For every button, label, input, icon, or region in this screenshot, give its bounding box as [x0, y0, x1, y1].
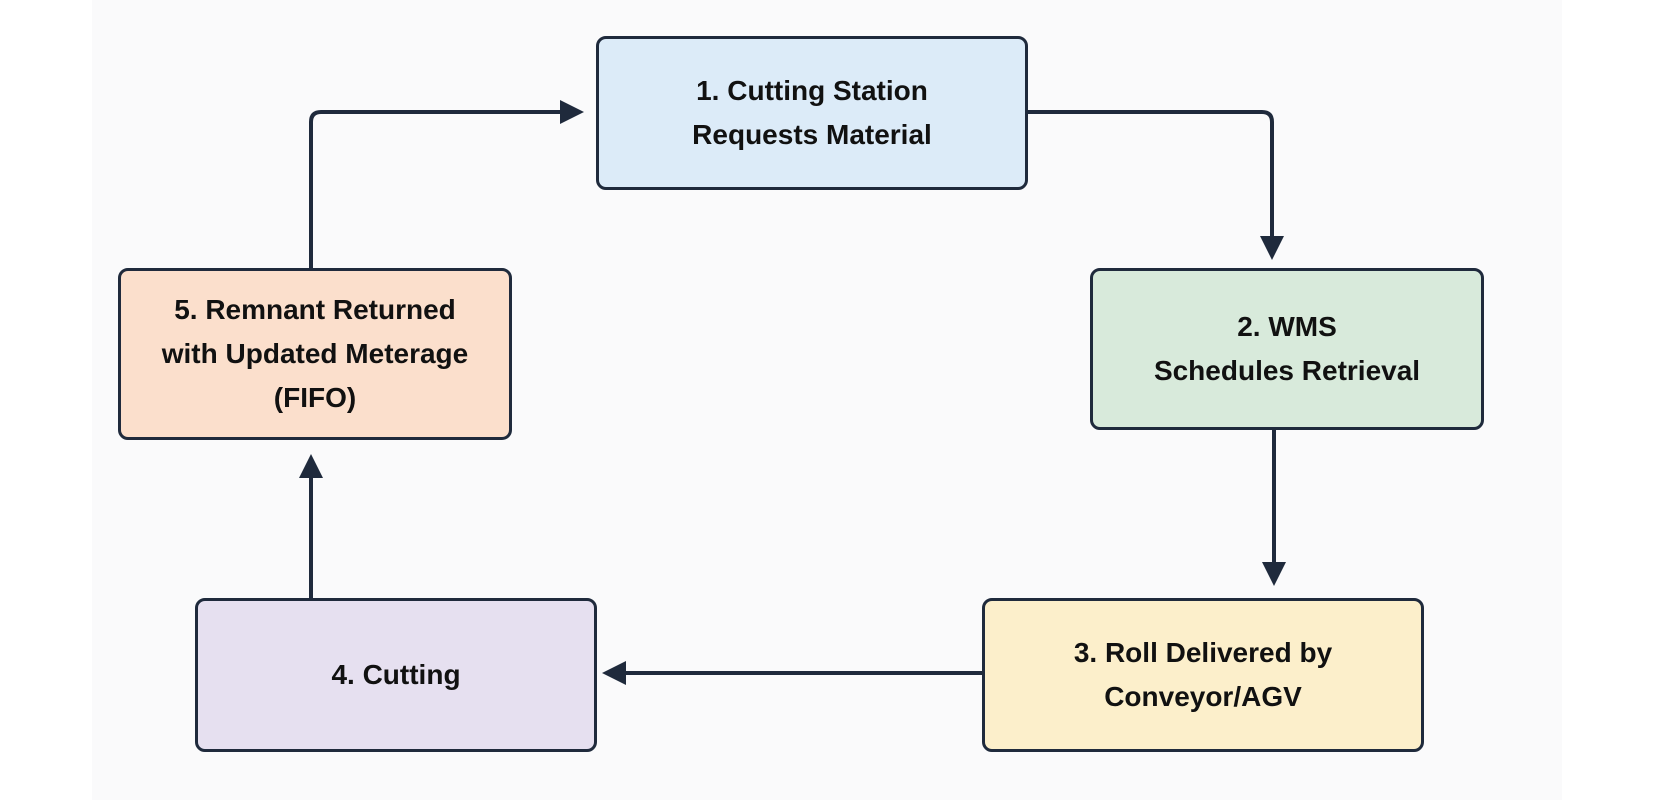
arrowhead-4-to-5 [299, 454, 323, 478]
arrowhead-5-to-1 [560, 100, 584, 124]
step-5-box: 5. Remnant Returned with Updated Meterag… [118, 268, 512, 440]
arrowhead-1-to-2 [1260, 236, 1284, 260]
arrow-1-to-2 [1028, 110, 1274, 240]
step-4-box: 4. Cutting [195, 598, 597, 752]
step-2-box: 2. WMS Schedules Retrieval [1090, 268, 1484, 430]
step-1-label: 1. Cutting Station Requests Material [692, 75, 932, 150]
step-3-box: 3. Roll Delivered by Conveyor/AGV [982, 598, 1424, 752]
step-3-label: 3. Roll Delivered by Conveyor/AGV [1073, 637, 1333, 712]
arrowhead-2-to-3 [1262, 562, 1286, 586]
step-2-label: 2. WMS Schedules Retrieval [1153, 311, 1421, 386]
arrow-5-to-1 [309, 110, 568, 268]
step-1-box: 1. Cutting Station Requests Material [596, 36, 1028, 190]
arrowhead-3-to-4 [602, 661, 626, 685]
step-4-label: 4. Cutting [331, 659, 461, 690]
step-5-label: 5. Remnant Returned with Updated Meterag… [161, 294, 469, 413]
